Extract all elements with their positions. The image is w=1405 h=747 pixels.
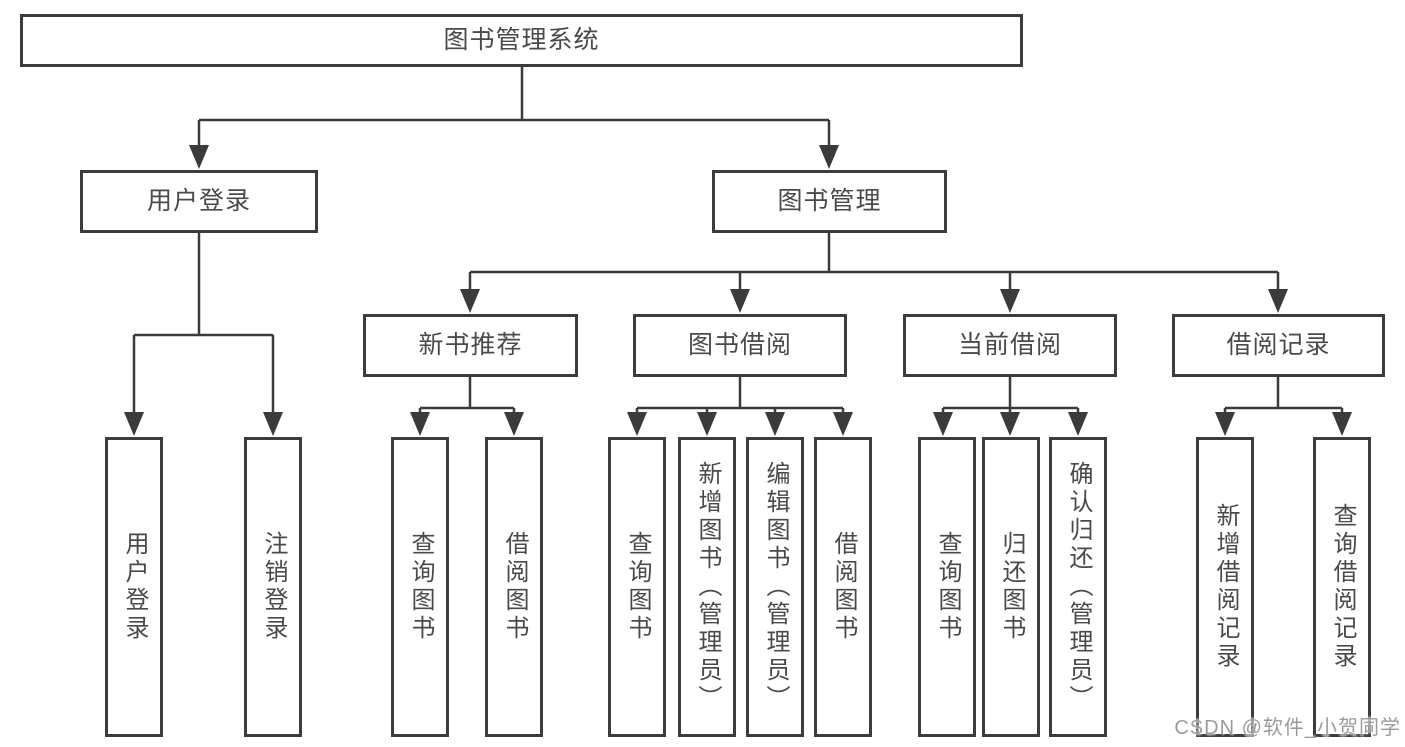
node-book-borrow: 图书借阅 [633, 314, 847, 377]
node-root: 图书管理系统 [20, 14, 1023, 67]
leaf-user-login: 用户登录 [105, 437, 163, 737]
leaf-borrow-books-newbook: 借阅图书 [485, 437, 543, 737]
leaf-edit-books-admin: 编辑图书（管理员） [746, 437, 804, 737]
leaf-query-books-borrow: 查询图书 [608, 437, 666, 737]
leaf-logout: 注销登录 [244, 437, 302, 737]
leaf-borrow-books: 借阅图书 [814, 437, 872, 737]
node-current-borrow: 当前借阅 [903, 314, 1117, 377]
leaf-confirm-return-admin: 确认归还（管理员） [1049, 437, 1107, 737]
leaf-query-books-current: 查询图书 [918, 437, 976, 737]
tree-edges [132, 67, 1344, 416]
csdn-watermark: CSDN @软件_小贺同学 [1174, 717, 1401, 739]
leaf-return-books: 归还图书 [982, 437, 1040, 737]
leaf-add-books-admin: 新增图书（管理员） [678, 437, 736, 737]
node-user-login: 用户登录 [80, 170, 318, 233]
node-book-management: 图书管理 [712, 170, 947, 233]
node-new-book-recommend: 新书推荐 [363, 314, 578, 377]
node-borrow-records: 借阅记录 [1172, 314, 1385, 377]
leaf-query-books-newbook: 查询图书 [391, 437, 449, 737]
arrowheads [124, 145, 1352, 436]
leaf-add-borrow-record: 新增借阅记录 [1196, 437, 1254, 737]
leaf-query-borrow-record: 查询借阅记录 [1313, 437, 1371, 737]
